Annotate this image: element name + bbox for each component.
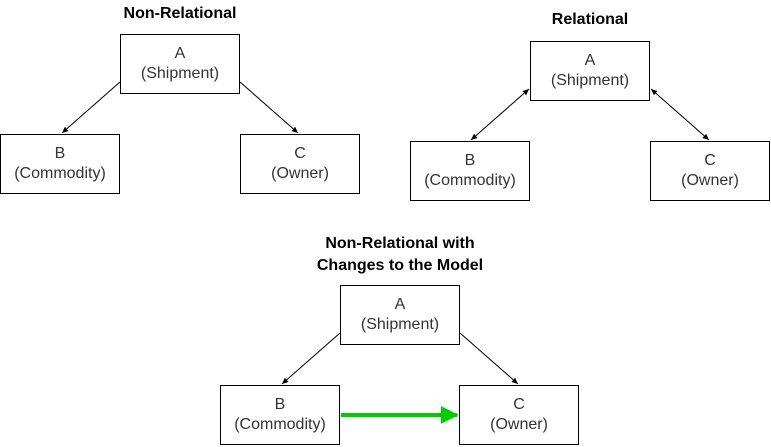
node-label: (Commodity)	[14, 165, 106, 182]
node-a-shipment-relational: A (Shipment)	[530, 41, 650, 101]
edge-a-b-relational	[470, 88, 530, 141]
node-letter: B	[464, 152, 476, 169]
node-label: (Shipment)	[140, 65, 220, 82]
node-label: (Owner)	[271, 165, 329, 182]
node-letter: A	[174, 45, 186, 62]
node-letter: C	[513, 396, 525, 413]
edge-a-to-b-changes	[281, 332, 341, 385]
node-label: (Owner)	[681, 172, 739, 189]
node-c-owner-relational: C (Owner)	[650, 141, 770, 201]
edge-a-to-c-nonrelational	[239, 81, 299, 134]
title-relational: Relational	[551, 11, 629, 28]
edge-a-c-relational	[650, 88, 710, 141]
node-b-commodity-nonrelational: B (Commodity)	[0, 134, 120, 194]
node-label: (Owner)	[490, 416, 548, 433]
node-letter: B	[274, 396, 286, 413]
title-changes-line-1: Non-Relational with	[325, 235, 475, 252]
node-c-owner-changes: C (Owner)	[459, 385, 579, 445]
node-a-shipment-changes: A (Shipment)	[340, 285, 460, 345]
title-changes-line-2: Changes to the Model	[316, 257, 484, 274]
node-letter: A	[584, 52, 596, 69]
edge-a-to-b-nonrelational	[61, 81, 121, 134]
node-label: (Commodity)	[424, 172, 516, 189]
node-label: (Shipment)	[360, 316, 440, 333]
node-letter: B	[54, 145, 66, 162]
node-letter: C	[704, 152, 716, 169]
node-a-shipment-nonrelational: A (Shipment)	[120, 34, 240, 94]
node-c-owner-nonrelational: C (Owner)	[240, 134, 360, 194]
node-label: (Shipment)	[550, 72, 630, 89]
node-b-commodity-relational: B (Commodity)	[410, 141, 530, 201]
node-letter: C	[294, 145, 306, 162]
edge-a-to-c-changes	[459, 332, 519, 385]
node-label: (Commodity)	[234, 416, 326, 433]
title-non-relational: Non-Relational	[123, 5, 237, 22]
title-changes-to-model: Non-Relational with Changes to the Model	[280, 233, 520, 277]
node-letter: A	[394, 296, 406, 313]
node-b-commodity-changes: B (Commodity)	[220, 385, 340, 445]
